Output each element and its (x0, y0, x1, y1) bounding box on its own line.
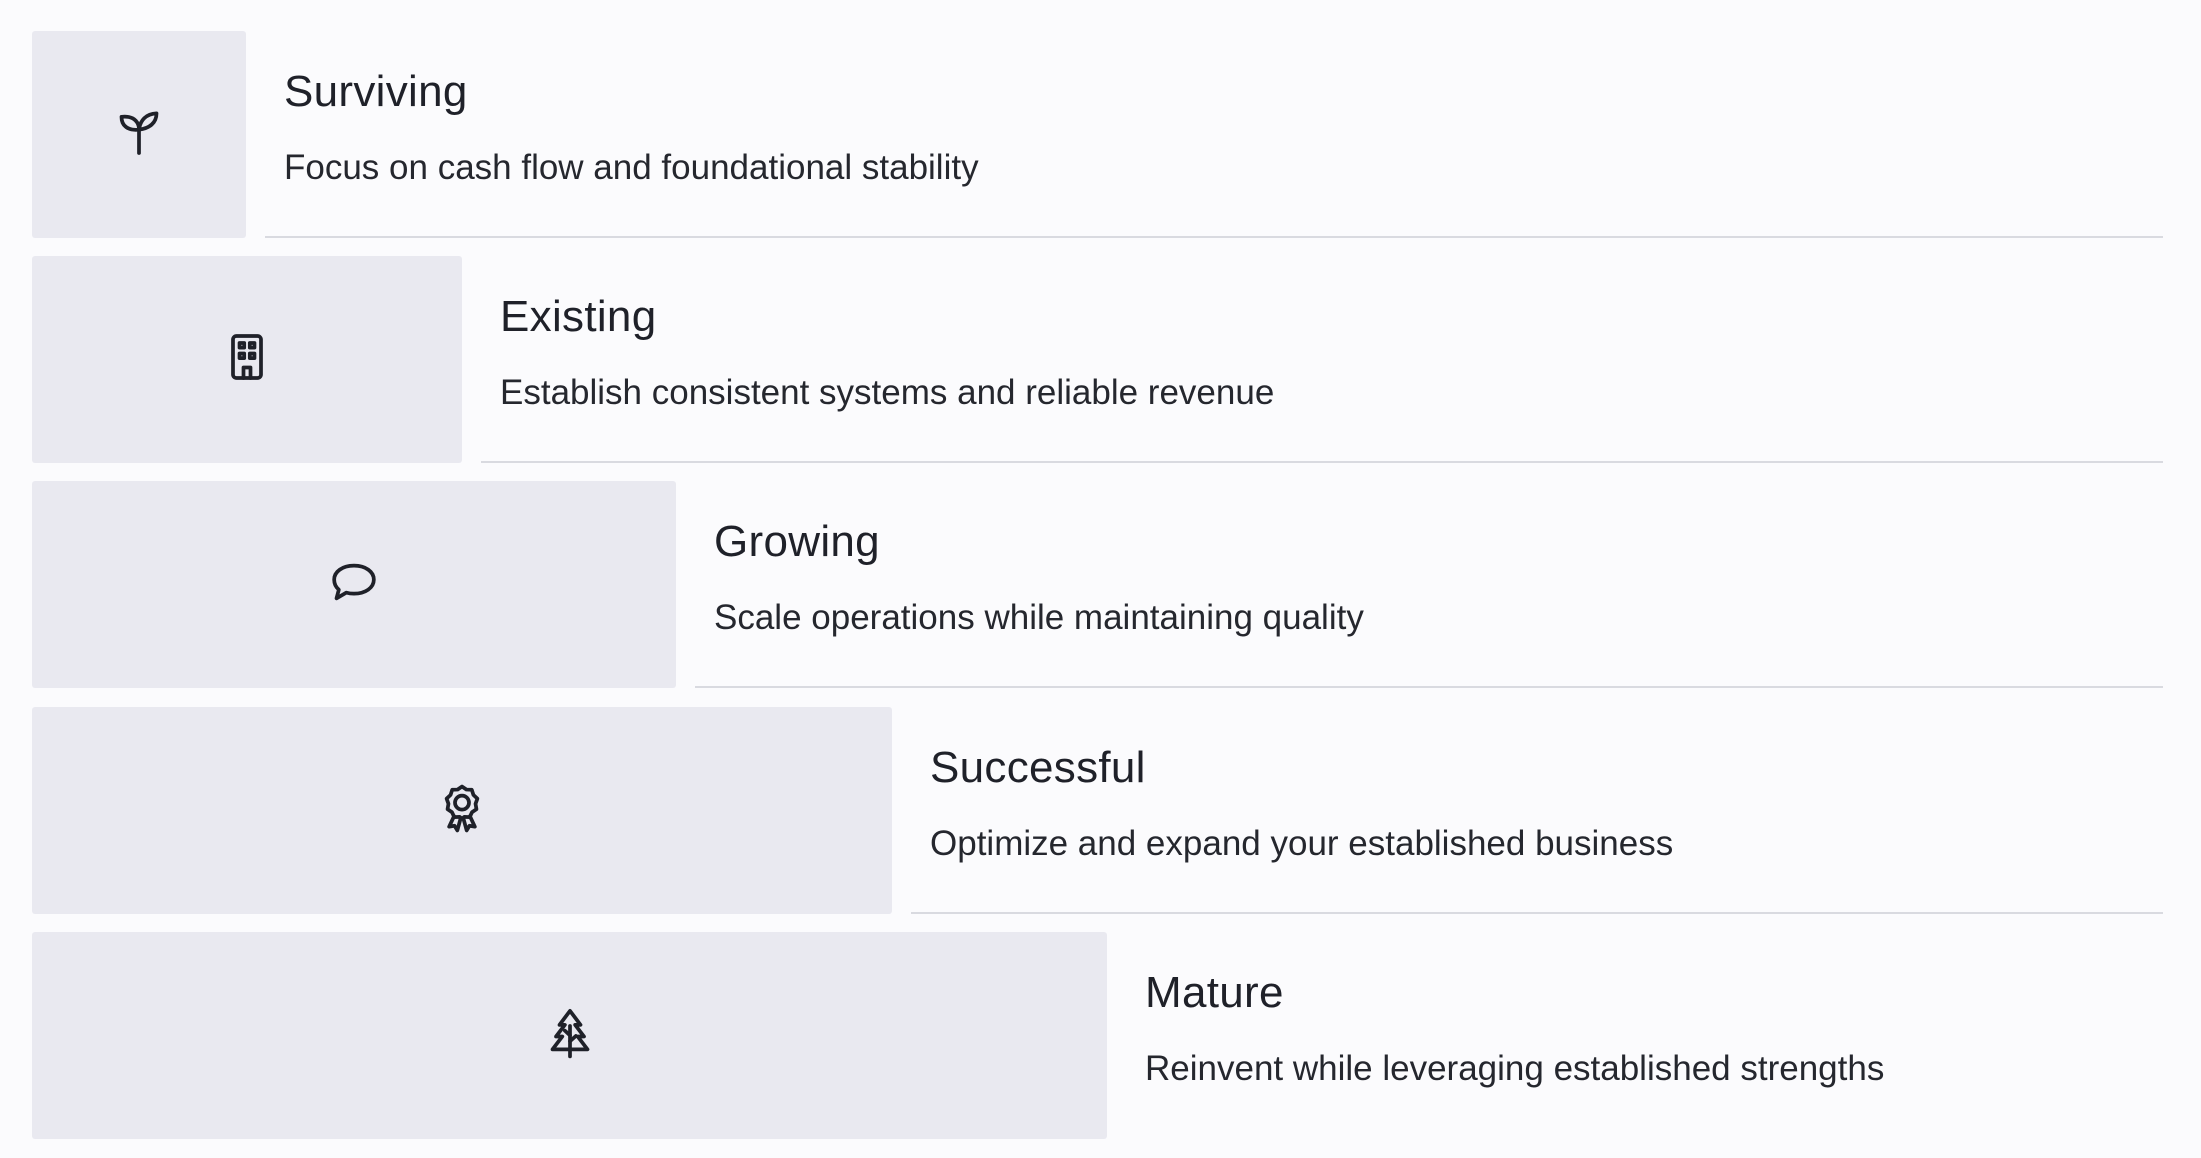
tree-icon (542, 1005, 598, 1066)
stage-icon-block (32, 932, 1107, 1139)
stage-divider (265, 236, 2163, 238)
award-ribbon-icon (434, 780, 490, 841)
stage-icon-block (32, 481, 676, 688)
stage-growing: Growing Scale operations while maintaini… (32, 481, 2163, 688)
stage-title: Surviving (284, 67, 468, 116)
stage-icon-block (32, 707, 892, 914)
stage-surviving: Surviving Focus on cash flow and foundat… (32, 31, 2163, 238)
stage-icon-block (32, 256, 462, 463)
stage-title: Growing (714, 517, 880, 566)
stage-description: Scale operations while maintaining quali… (714, 598, 1364, 637)
stage-title: Mature (1145, 968, 1284, 1017)
stage-icon-block (32, 31, 246, 238)
stage-divider (911, 912, 2163, 914)
message-bubble-icon (326, 554, 382, 615)
building-icon (219, 329, 275, 390)
stage-mature: Mature Reinvent while leveraging establi… (32, 932, 2163, 1139)
stage-description: Establish consistent systems and reliabl… (500, 373, 1275, 412)
stage-description: Reinvent while leveraging established st… (1145, 1049, 1885, 1088)
stage-description: Optimize and expand your established bus… (930, 824, 1674, 863)
stage-title: Existing (500, 292, 657, 341)
stage-successful: Successful Optimize and expand your esta… (32, 707, 2163, 914)
stage-description: Focus on cash flow and foundational stab… (284, 148, 979, 187)
stage-existing: Existing Establish consistent systems an… (32, 256, 2163, 463)
stage-divider (695, 686, 2163, 688)
sprout-icon (111, 104, 167, 165)
stage-title: Successful (930, 743, 1146, 792)
stage-divider (481, 461, 2163, 463)
